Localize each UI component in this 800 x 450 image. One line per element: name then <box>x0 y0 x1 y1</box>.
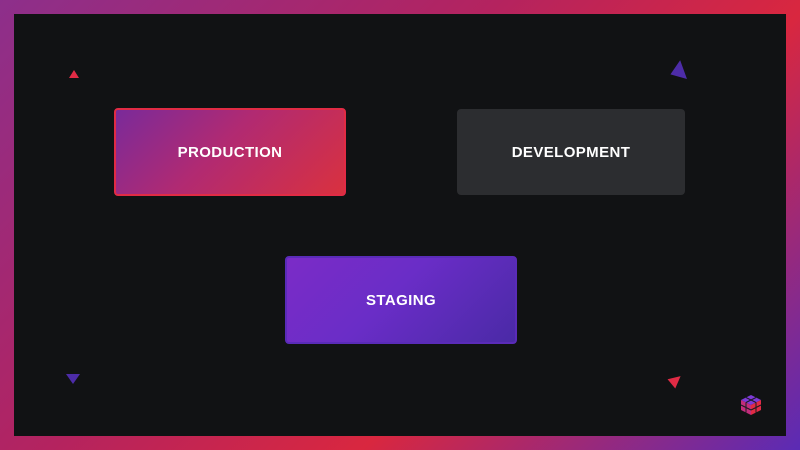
production-environment-button[interactable]: PRODUCTION <box>114 108 346 196</box>
staging-environment-button[interactable]: STAGING <box>285 256 517 344</box>
cube-logo-icon <box>740 395 762 415</box>
staging-environment-label: STAGING <box>365 291 437 309</box>
triangle-icon <box>667 60 687 84</box>
development-environment-button[interactable]: DEVELOPMENT <box>457 109 685 195</box>
triangle-icon <box>66 374 80 384</box>
triangle-icon <box>69 70 79 78</box>
development-environment-label: DEVELOPMENT <box>511 143 631 161</box>
triangle-icon <box>667 371 685 389</box>
environment-canvas: PRODUCTION DEVELOPMENT STAGING <box>14 14 786 436</box>
production-environment-label: PRODUCTION <box>177 143 283 161</box>
